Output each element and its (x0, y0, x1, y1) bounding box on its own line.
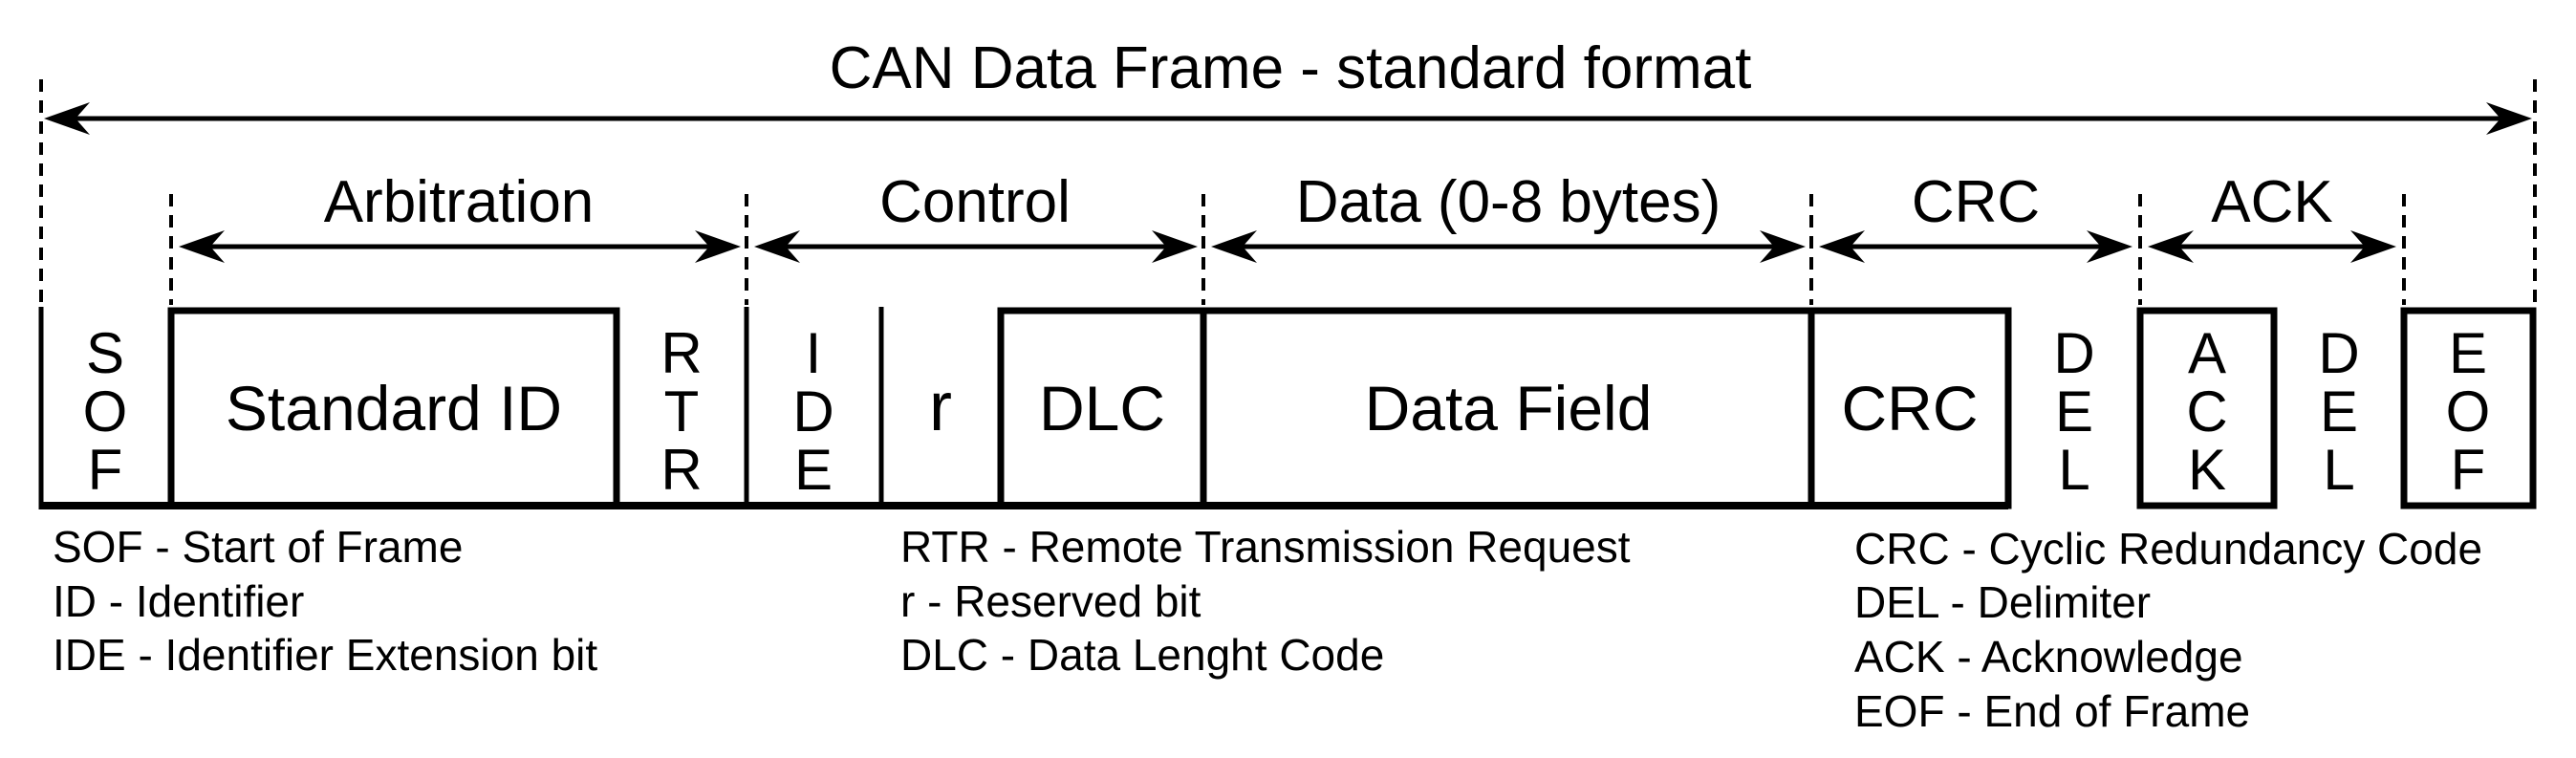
section-labels: Arbitration Control Data (0-8 bytes) CRC… (324, 169, 2333, 235)
legend-column-3: CRC - Cyclic Redundancy Code DEL - Delim… (1854, 524, 2482, 736)
field-dlc: DLC (1039, 373, 1165, 444)
section-label-ack: ACK (2211, 169, 2332, 235)
legend-column-1: SOF - Start of Frame ID - Identifier IDE… (53, 522, 597, 680)
diagram-title: CAN Data Frame - standard format (830, 35, 1752, 101)
section-arrows (179, 230, 2396, 263)
legend-item: DLC - Data Lenght Code (900, 630, 1384, 680)
legend-item: ID - Identifier (53, 576, 304, 626)
section-label-control: Control (879, 169, 1071, 235)
legend-item: IDE - Identifier Extension bit (53, 630, 597, 680)
field-crc: CRC (1842, 373, 1979, 444)
legend-item: DEL - Delimiter (1854, 577, 2151, 627)
section-label-data: Data (0-8 bytes) (1296, 169, 1721, 235)
section-label-arbitration: Arbitration (324, 169, 595, 235)
legend: SOF - Start of Frame ID - Identifier IDE… (53, 522, 2482, 736)
arrowhead-right (2486, 102, 2532, 135)
section-label-crc: CRC (1912, 169, 2040, 235)
legend-item: SOF - Start of Frame (53, 522, 463, 572)
standard-id-box (167, 307, 620, 509)
frame-span-arrow (44, 102, 2532, 135)
legend-item: ACK - Acknowledge (1854, 632, 2243, 682)
legend-item: RTR - Remote Transmission Request (900, 522, 1631, 572)
legend-item: CRC - Cyclic Redundancy Code (1854, 524, 2482, 574)
legend-item: r - Reserved bit (900, 576, 1201, 626)
field-r: r (929, 369, 952, 445)
dashed-guides (39, 79, 2537, 305)
field-row (38, 307, 2537, 509)
arrowhead-left (44, 102, 90, 135)
field-data-field: Data Field (1365, 373, 1653, 444)
legend-column-2: RTR - Remote Transmission Request r - Re… (900, 522, 1631, 680)
dlc-data-crc-box (997, 307, 2012, 509)
legend-item: EOF - End of Frame (1854, 686, 2250, 736)
field-standard-id: Standard ID (226, 373, 562, 444)
eof-box (2400, 307, 2537, 509)
ack-box (2136, 307, 2278, 509)
